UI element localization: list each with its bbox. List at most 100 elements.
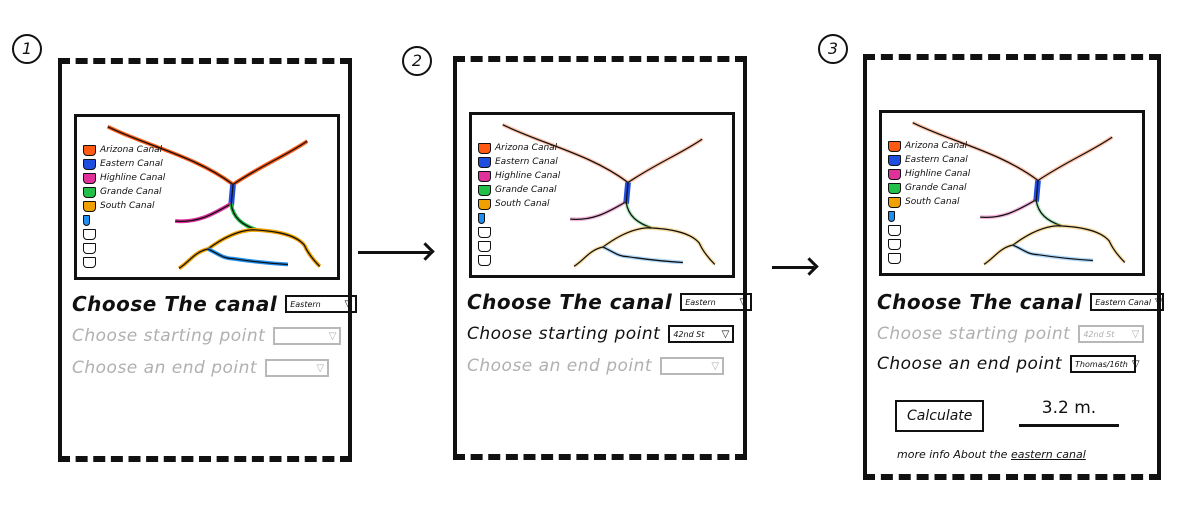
legend-swatch xyxy=(888,140,901,152)
legend-swatch xyxy=(478,240,491,252)
canal-dropdown-value: Eastern xyxy=(685,297,716,307)
canal-line-outline xyxy=(107,126,308,186)
canal-line-outline xyxy=(207,248,289,266)
canal-line-outline xyxy=(502,124,703,184)
legend-swatch xyxy=(83,228,96,240)
choose-canal-label: Choose The canal xyxy=(877,290,1083,314)
step-2-marker: 2 xyxy=(402,46,432,76)
chevron-down-icon: ▽ xyxy=(344,298,353,310)
legend-item xyxy=(478,253,560,267)
legend-item xyxy=(888,251,970,265)
legend-item: Arizona Canal xyxy=(478,141,560,155)
canal-line-grande[interactable] xyxy=(624,201,652,230)
legend-item: Highline Canal xyxy=(83,171,165,185)
chevron-down-icon: ▽ xyxy=(711,360,720,372)
arrow-1-to-2 xyxy=(358,251,430,254)
legend-item: South Canal xyxy=(478,197,560,211)
legend-label: Eastern Canal xyxy=(495,157,558,167)
legend-swatch xyxy=(478,156,491,168)
canal-line-outline xyxy=(912,122,1113,182)
calculate-button[interactable]: Calculate xyxy=(895,400,985,432)
canal-dropdown-value: Eastern xyxy=(290,299,321,309)
start-dropdown[interactable]: 42nd St▽ xyxy=(668,325,735,343)
legend-label: Highline Canal xyxy=(905,169,971,179)
canal-line-outline xyxy=(625,201,652,229)
canal-dropdown-value: Eastern Canal xyxy=(1095,297,1151,307)
legend-item: Grande Canal xyxy=(83,185,165,199)
canal-line-blue[interactable] xyxy=(602,245,684,265)
legend-item: Arizona Canal xyxy=(83,143,165,157)
legend-swatch xyxy=(83,242,96,254)
choose-canal-label: Choose The canal xyxy=(467,290,673,314)
canal-line-highline[interactable] xyxy=(175,202,233,224)
choose-start-row: Choose starting point 42nd St▽ xyxy=(467,324,735,344)
canal-line-outline xyxy=(980,199,1037,218)
legend-item xyxy=(888,223,970,237)
canal-lines xyxy=(911,120,1127,266)
legend-label: Grande Canal xyxy=(905,183,967,193)
choose-canal-row: Choose The canal Eastern ▽ xyxy=(72,292,358,316)
canal-line-grande[interactable] xyxy=(1034,199,1062,228)
legend-swatch xyxy=(83,158,96,170)
start-dropdown: 42nd St▽ xyxy=(1078,325,1145,343)
chevron-down-icon: ▽ xyxy=(328,330,337,342)
more-info-text: more info About the eastern canal xyxy=(897,448,1086,461)
canal-dropdown[interactable]: Eastern▽ xyxy=(680,293,753,311)
eastern-canal-link[interactable]: eastern canal xyxy=(1010,448,1086,461)
canal-line-outline xyxy=(602,246,684,264)
arrow-2-to-3 xyxy=(772,266,814,269)
canal-dropdown[interactable]: Eastern Canal▽ xyxy=(1090,293,1165,311)
legend-swatch xyxy=(478,142,491,154)
legend-item: South Canal xyxy=(83,199,165,213)
legend-item xyxy=(888,209,970,223)
legend-item xyxy=(83,241,165,255)
end-dropdown-value: Thomas/16th xyxy=(1075,359,1128,369)
legend-label: Eastern Canal xyxy=(905,155,968,165)
start-dropdown-value: 42nd St xyxy=(673,329,705,339)
end-dropdown[interactable]: Thomas/16th▽ xyxy=(1070,355,1140,373)
canal-lines xyxy=(501,122,717,268)
canal-line-outline xyxy=(570,201,627,220)
legend-swatch xyxy=(83,172,96,184)
legend-label: Highline Canal xyxy=(495,171,561,181)
start-dropdown-value: 42nd St xyxy=(1083,329,1115,339)
legend-swatch xyxy=(478,170,491,182)
canal-line-highline[interactable] xyxy=(980,198,1038,220)
canal-line-highline[interactable] xyxy=(570,200,628,222)
legend-swatch xyxy=(83,256,96,268)
canal-line-outline xyxy=(625,182,629,204)
choose-start-label: Choose starting point xyxy=(72,326,266,346)
canal-line-grande[interactable] xyxy=(229,203,257,232)
legend-swatch xyxy=(888,224,901,236)
legend-item: Highline Canal xyxy=(888,167,970,181)
distance-result: 3.2 m. xyxy=(1019,398,1119,427)
legend-swatch xyxy=(888,210,895,222)
legend-item: Grande Canal xyxy=(478,183,560,197)
canal-line-outline xyxy=(1012,244,1094,262)
legend-swatch xyxy=(478,226,491,238)
legend-label: Arizona Canal xyxy=(495,143,558,153)
canal-line-blue[interactable] xyxy=(207,247,289,267)
canal-dropdown[interactable]: Eastern ▽ xyxy=(285,295,358,313)
choose-end-label: Choose an end point xyxy=(877,354,1063,374)
legend-swatch xyxy=(83,200,96,212)
choose-canal-label: Choose The canal xyxy=(72,292,278,316)
legend-item xyxy=(83,255,165,269)
canal-lines xyxy=(106,124,322,270)
legend-label: Arizona Canal xyxy=(905,141,968,151)
choose-start-row: Choose starting point ▽ xyxy=(72,326,342,346)
legend-item: South Canal xyxy=(888,195,970,209)
legend-item xyxy=(478,225,560,239)
legend-item xyxy=(478,211,560,225)
legend-swatch xyxy=(888,182,901,194)
canal-line-blue[interactable] xyxy=(1012,243,1094,263)
canal-line-outline xyxy=(1035,180,1039,202)
end-dropdown: ▽ xyxy=(265,359,330,377)
choose-canal-row: Choose The canal Eastern Canal▽ xyxy=(877,290,1165,314)
